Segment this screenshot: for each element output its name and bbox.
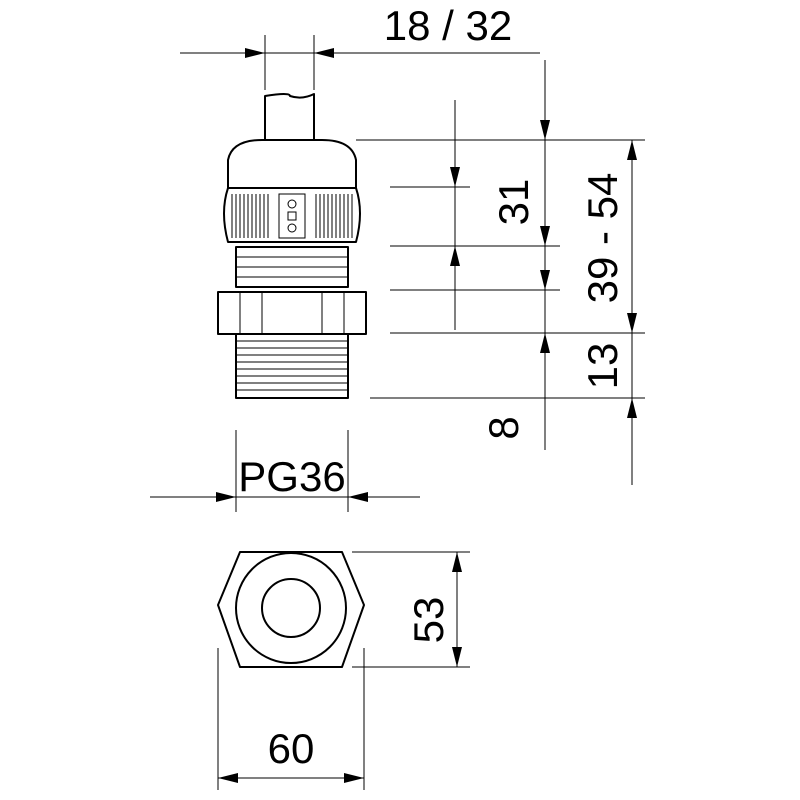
label-cable-range: 18 / 32	[384, 2, 512, 49]
dim-thread-min: 8	[480, 60, 550, 450]
extension-lines	[356, 139, 645, 399]
dim-thread-length: 13	[579, 343, 626, 390]
label-height-range: 39 - 54	[579, 173, 626, 304]
label-thread: PG36	[238, 453, 345, 500]
outer-ring	[235, 552, 347, 664]
dim-across-flats: 53	[352, 551, 470, 668]
pressure-nut	[223, 187, 361, 243]
hex-outline	[217, 551, 365, 668]
male-thread	[235, 333, 349, 399]
side-view	[217, 93, 367, 399]
label-across-flats: 53	[405, 597, 452, 644]
dim-height-range: 39 - 54	[579, 140, 637, 485]
nut-flutes	[231, 194, 353, 238]
top-view	[217, 551, 365, 668]
cable-bore	[261, 578, 321, 638]
obo-logo-icon	[278, 193, 306, 239]
label-thread-min: 8	[480, 416, 527, 439]
dim-cable-range: 18 / 32	[180, 2, 540, 90]
cable	[264, 93, 315, 141]
label-thread-length: 13	[579, 343, 626, 390]
label-height-a: 31	[490, 179, 537, 226]
dome-cap	[227, 139, 357, 189]
label-across-corners: 60	[268, 725, 315, 772]
dim-thread: PG36	[150, 430, 420, 512]
dim-across-corners: 60	[217, 648, 365, 790]
dim-height-a: 31	[450, 100, 537, 330]
thread-lines	[236, 340, 348, 391]
